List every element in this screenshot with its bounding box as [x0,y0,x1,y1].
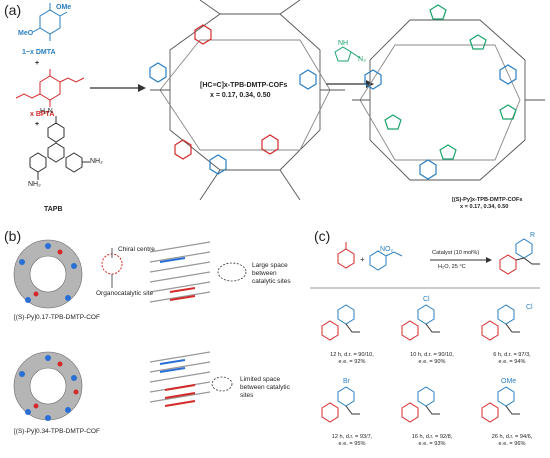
cof2-pyrrolidine-units [384,4,517,160]
top-cof-caption: [(S)-Py]0.17-TPB-DMTP-COF [14,314,100,321]
top-stack-blue [159,257,186,263]
tapb-nh2-right: NH₂ [90,158,103,165]
bottom-cof-caption: [(S)-Py]0.34-TPB-DMTP-COF [14,428,100,435]
cof1-name: [HC≡C]x-TPB-DMTP-COFs [200,82,288,89]
nitrostyrene [369,250,403,271]
plus-sign-1: + [35,60,40,67]
bottom-pore-blue-sites [19,355,77,421]
reagent-nh-label: NH [338,40,349,47]
panel-c-drawing: + [310,238,540,423]
panel-a-drawing [15,0,545,201]
svg-text:+: + [360,255,365,264]
reagent-azide-label: N₃ [358,56,366,63]
substituent-cl-1: Cl [423,296,430,303]
tapb-nh2-top: H₂N [40,108,53,115]
top-stack [149,241,211,303]
dmta-ome-label: OMe [56,4,72,11]
cof1-alkyne-units [174,24,279,160]
panel-b-label: (b) [4,228,22,244]
bottom-space-label: Limited space between catalytic sites [240,376,290,399]
panel-b-drawing [13,239,247,421]
cof2-dmtp-units [364,64,517,180]
plus-sign-2: + [35,121,40,128]
top-stack-red [169,287,196,301]
top-pore [13,239,83,309]
product-4-caption: 12 h, d.r. = 93/7,e.e. = 95% [331,434,373,447]
tapb-nh2-bottom: NH₂ [28,181,41,188]
cof2-name: [(S)-Py]x-TPB-DMTP-COFs [452,197,523,203]
chiral-centre-label: Chiral centre [118,246,155,253]
bpta-molecule [15,69,85,107]
bottom-pore [13,351,83,421]
panel-a-label: (a) [4,2,22,18]
product-6-caption: 26 h, d.r. = 94/6,e.e. = 96% [491,434,533,447]
catalyst-label: Catalyst (10 mol%) [432,250,480,256]
cof1-x-values: x = 0.17, 0.34, 0.50 [210,92,271,99]
cof1-framework [150,0,345,201]
dmta-molecule [32,3,68,41]
cof1-dmtp-units [149,62,317,175]
bpta-name: x BPTA [30,111,55,118]
product-5-caption: 16 h, d.r. = 92/8,e.e. = 93% [411,434,453,447]
reagent-no2-label: NO₂ [380,246,394,253]
product-3-caption: 6 h, d.r. = 97/3,e.e. = 94% [493,352,531,365]
cof2-x-values: x = 0.17, 0.34, 0.50 [460,204,509,210]
product-1-caption: 12 h, d.r. = 90/10,e.e. = 92% [330,352,374,365]
substituent-br: Br [343,378,350,385]
cyclohexanone [337,242,355,269]
bottom-pore-red-sites [33,361,79,409]
product-scheme [499,238,540,275]
top-pore-blue-sites [19,243,77,303]
product-r-label: R [530,232,536,239]
dmta-meo-label: MeO [18,30,34,37]
tapb-molecule [29,116,90,180]
cof2-framework [352,19,545,181]
top-space-ellipse [217,262,247,282]
pyrrolidine-azide [334,46,361,62]
organocatalytic-label: Organocatalytic site [96,290,154,297]
substituent-cl-2: Cl [526,304,533,311]
panel-c-label: (c) [314,228,331,244]
substituent-ome: OMe [501,378,517,385]
solvent-label: H₂O, 25 °C [438,264,466,270]
dmta-name: 1−x DMTA [22,49,56,56]
bottom-space-ellipse [211,376,233,392]
bottom-stack-red [164,384,196,407]
product-2-caption: 10 h, d.r. = 90/10,e.e. = 90% [410,352,454,365]
top-pore-red-sites [33,249,63,297]
tapb-name: TAPB [44,206,63,213]
bottom-stack-blue [159,359,186,373]
top-space-label: Large space between catalytic sites [252,262,291,285]
product-grid [321,304,520,423]
